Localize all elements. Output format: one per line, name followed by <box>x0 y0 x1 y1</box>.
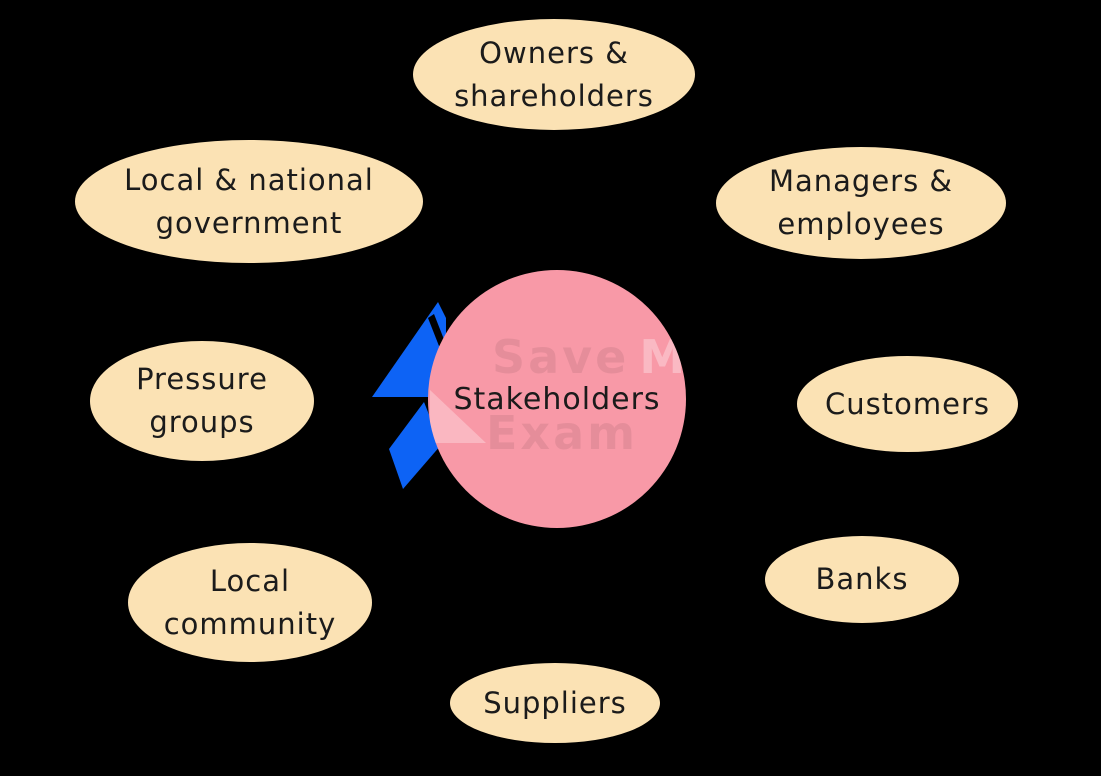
node-label: Customers <box>825 386 990 421</box>
node-customers: Customers <box>797 356 1018 452</box>
node-label: groups <box>149 405 255 439</box>
center-label: Stakeholders <box>453 381 661 417</box>
node-label: Managers & <box>768 164 954 198</box>
node-label: employees <box>777 207 945 241</box>
watermark-word-my: M <box>639 330 686 384</box>
node-local-community: Local community <box>128 543 372 662</box>
node-label: community <box>163 606 337 641</box>
node-pressure-groups: Pressure groups <box>90 341 314 461</box>
node-label: Local <box>209 563 291 598</box>
node-label: Owners & <box>479 35 629 70</box>
node-label: Banks <box>815 562 909 596</box>
watermark-word-save: Save <box>492 330 630 384</box>
node-label: government <box>155 205 343 240</box>
node-local-national-government: Local & national government <box>75 140 423 263</box>
node-owners-shareholders: Owners & shareholders <box>413 19 695 130</box>
node-label: Pressure <box>136 362 268 396</box>
node-banks: Banks <box>765 536 959 623</box>
node-label: Local & national <box>124 162 374 197</box>
node-managers-employees: Managers & employees <box>716 147 1006 259</box>
node-suppliers: Suppliers <box>450 663 660 743</box>
watermark-brand-line2: Exam <box>486 406 639 460</box>
node-label: Suppliers <box>483 685 627 720</box>
node-label: shareholders <box>454 78 654 113</box>
